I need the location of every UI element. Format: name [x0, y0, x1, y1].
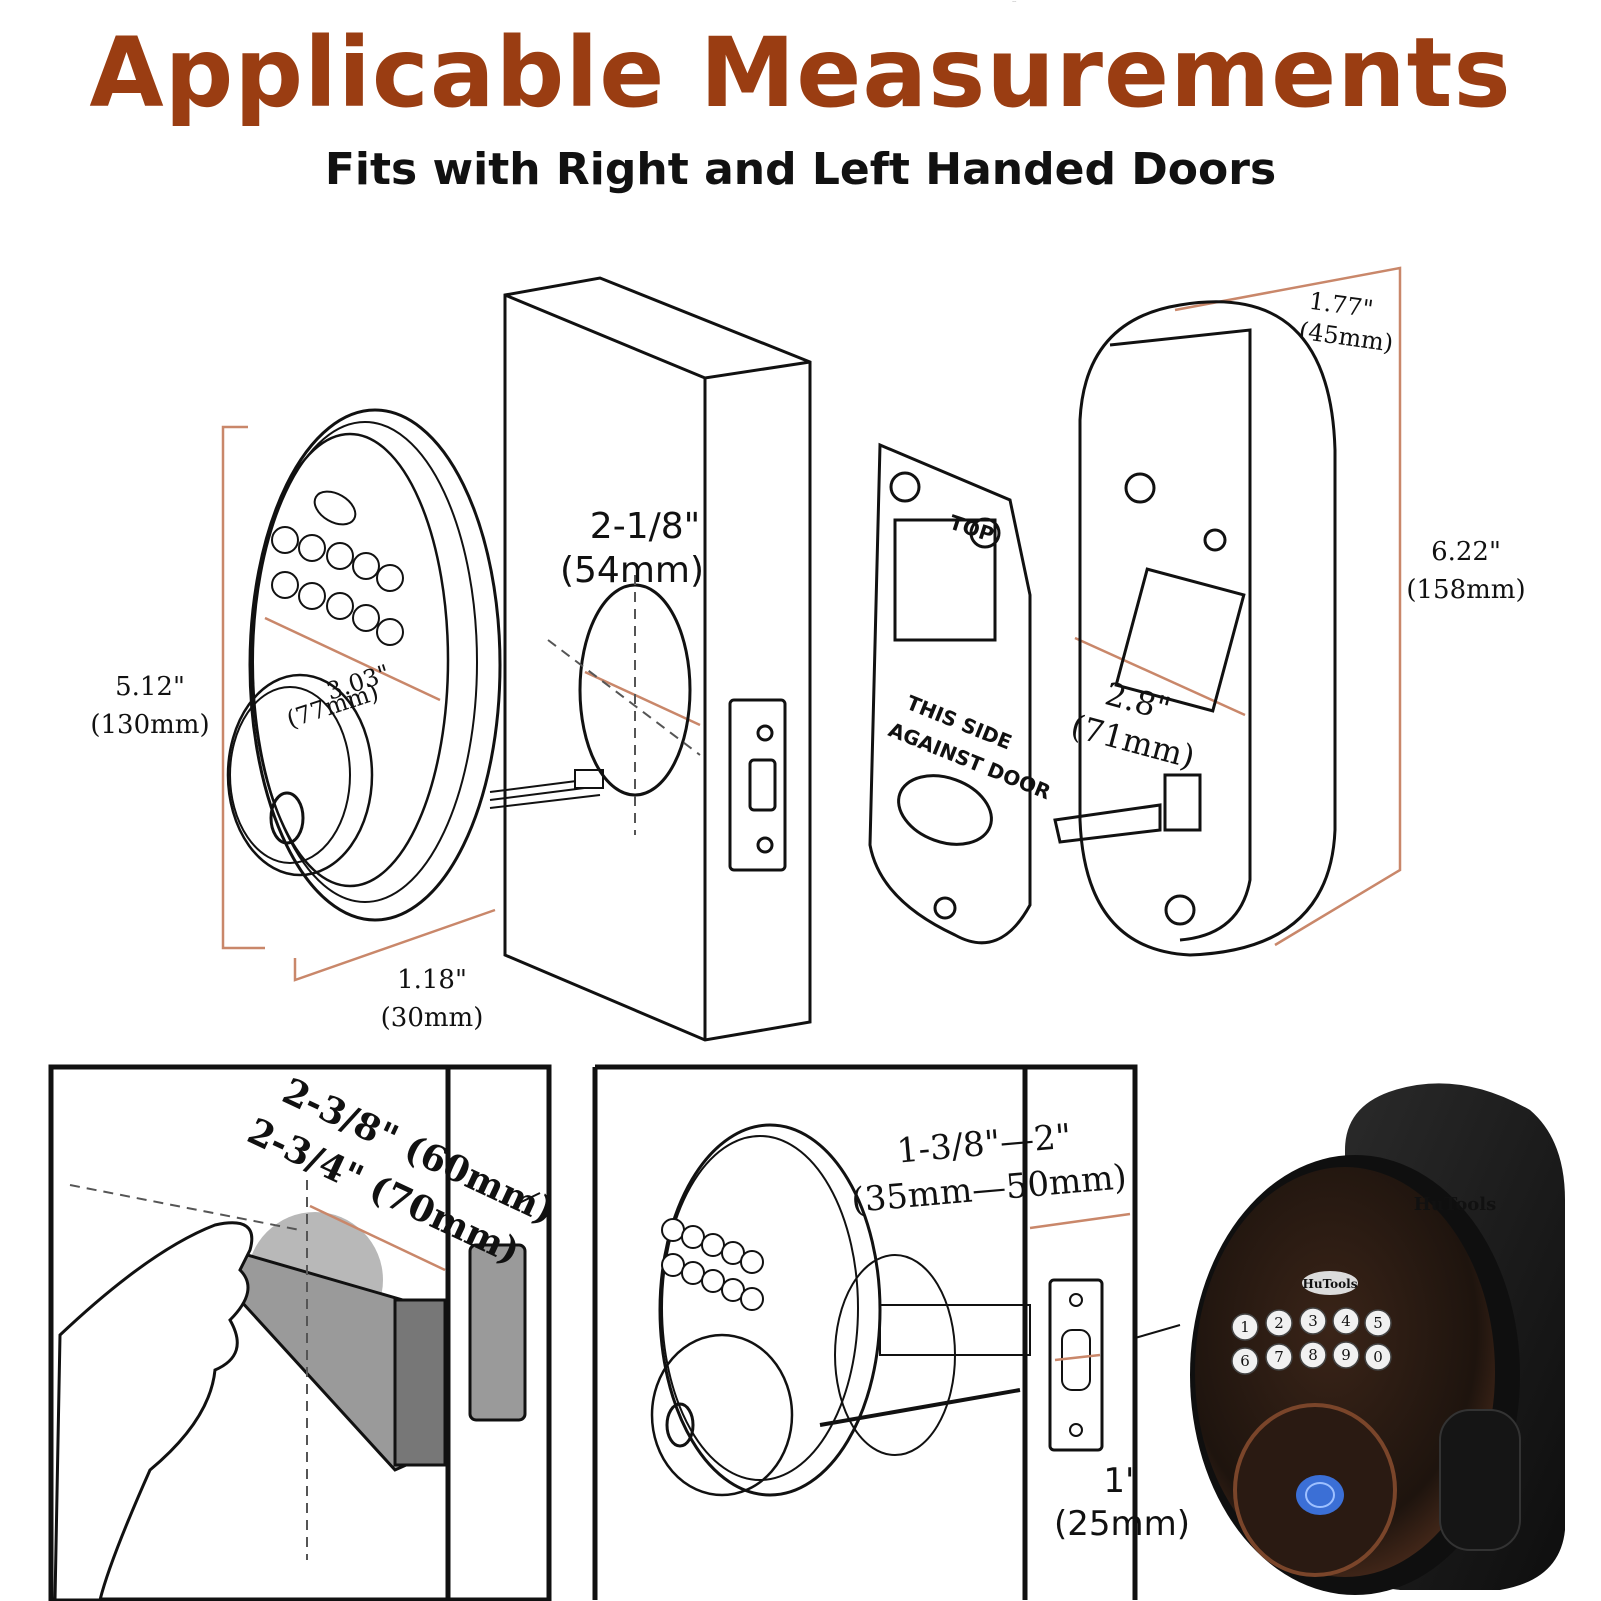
dim-edge-bore-mm: (25mm) — [1054, 1504, 1190, 1544]
keypad-exterior — [271, 526, 404, 646]
key-label: 5 — [1373, 1314, 1383, 1332]
key-label: 2 — [1274, 1314, 1284, 1332]
brand-logo-drawing: HuTools — [1012, 1, 1017, 3]
page-subtitle: Fits with Right and Left Handed Doors — [324, 144, 1277, 195]
brand-logo-front: HuTools — [1303, 1277, 1358, 1291]
key-label: 1 — [1240, 1318, 1250, 1336]
exterior-lock-drawing — [226, 408, 604, 922]
key-label: 8 — [1308, 1346, 1318, 1364]
backset-panel — [48, 1064, 552, 1601]
mounting-plate — [868, 442, 1032, 945]
key-label: 4 — [1341, 1312, 1351, 1330]
plate-top-label: TOP — [946, 510, 997, 547]
dim-bore-in: 2-1/8" — [590, 506, 700, 547]
dim-interior-height-mm: (158mm) — [1406, 575, 1525, 605]
product-photo — [1190, 1083, 1565, 1595]
dim-depth-mm: (30mm) — [381, 1003, 484, 1033]
key-label: 9 — [1341, 1346, 1351, 1364]
dim-door-thickness-mm: (35mm—50mm) — [850, 1157, 1128, 1221]
brand-logo-interior: HuTools — [1414, 1194, 1496, 1215]
dim-height-in: 5.12" — [115, 672, 185, 702]
dim-interior-height-in: 6.22" — [1431, 537, 1501, 567]
keypad-drawing-bottom — [661, 1218, 764, 1311]
key-label: 0 — [1373, 1348, 1383, 1366]
page-title: Applicable Measurements — [89, 17, 1512, 129]
dimension-lines-top — [221, 266, 1402, 982]
dim-depth-in: 1.18" — [397, 965, 467, 995]
key-label: 3 — [1308, 1312, 1318, 1330]
door-thickness-panel — [592, 1064, 1181, 1600]
key-label: 7 — [1274, 1348, 1284, 1366]
key-label: 6 — [1240, 1352, 1250, 1370]
dim-edge-bore-in: 1" — [1103, 1461, 1140, 1501]
keypad-product-keys: 1 2 3 4 5 6 7 8 9 0 — [1240, 1312, 1383, 1370]
keypad-product — [1231, 1307, 1392, 1375]
interior-assembly — [1053, 300, 1337, 957]
door-block — [503, 276, 812, 1042]
dim-bore-mm: (54mm) — [560, 550, 704, 591]
dim-height-mm: (130mm) — [90, 710, 209, 740]
